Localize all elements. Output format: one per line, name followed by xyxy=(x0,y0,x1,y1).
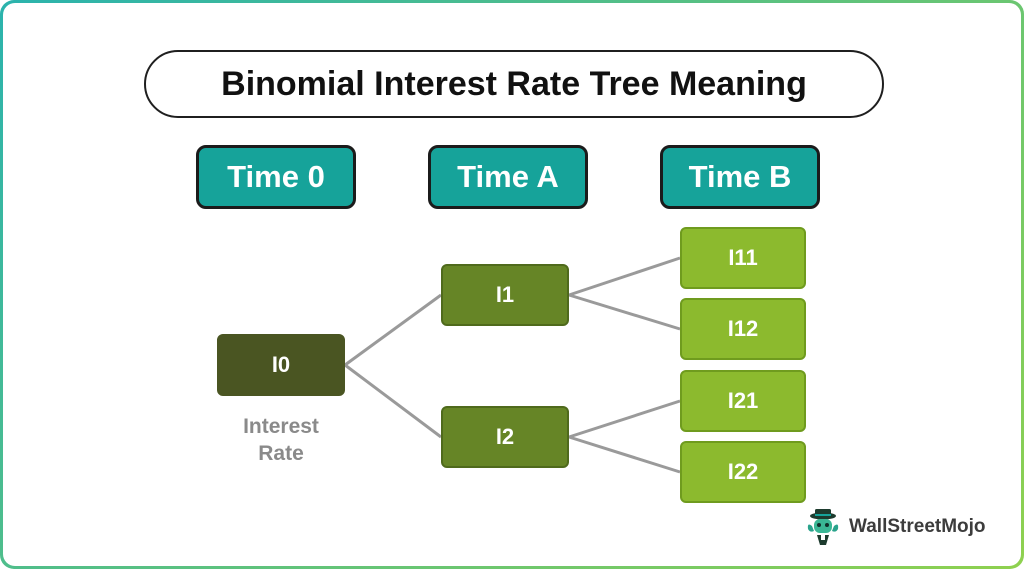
node-i11: I11 xyxy=(680,227,806,289)
connector-i2-i21 xyxy=(568,399,681,439)
interest-rate-label: Interest Rate xyxy=(217,413,345,467)
time-header-a: Time A xyxy=(428,145,588,209)
tree-connectors xyxy=(344,256,681,474)
brand-name: WallStreetMojo xyxy=(849,516,986,537)
interest-rate-line-2: Rate xyxy=(258,442,304,465)
connector-i0-i2 xyxy=(344,363,442,439)
page-title: Binomial Interest Rate Tree Meaning xyxy=(144,50,884,118)
connector-i0-i1 xyxy=(344,293,442,367)
node-i21: I21 xyxy=(680,370,806,432)
mascot-icon xyxy=(807,509,839,545)
node-i2: I2 xyxy=(441,406,569,468)
node-i1: I1 xyxy=(441,264,569,326)
diagram-canvas: Binomial Interest Rate Tree Meaning Time… xyxy=(3,3,1021,566)
node-i12: I12 xyxy=(680,298,806,360)
brand-logo[interactable]: WallStreetMojo xyxy=(803,507,986,547)
connector-i2-i22 xyxy=(568,435,681,474)
node-i22: I22 xyxy=(680,441,806,503)
node-i0: I0 xyxy=(217,334,345,396)
connector-i1-i11 xyxy=(568,256,681,297)
time-header-b: Time B xyxy=(660,145,820,209)
connector-i1-i12 xyxy=(568,293,681,331)
time-header-0: Time 0 xyxy=(196,145,356,209)
interest-rate-line-1: Interest xyxy=(243,415,319,438)
